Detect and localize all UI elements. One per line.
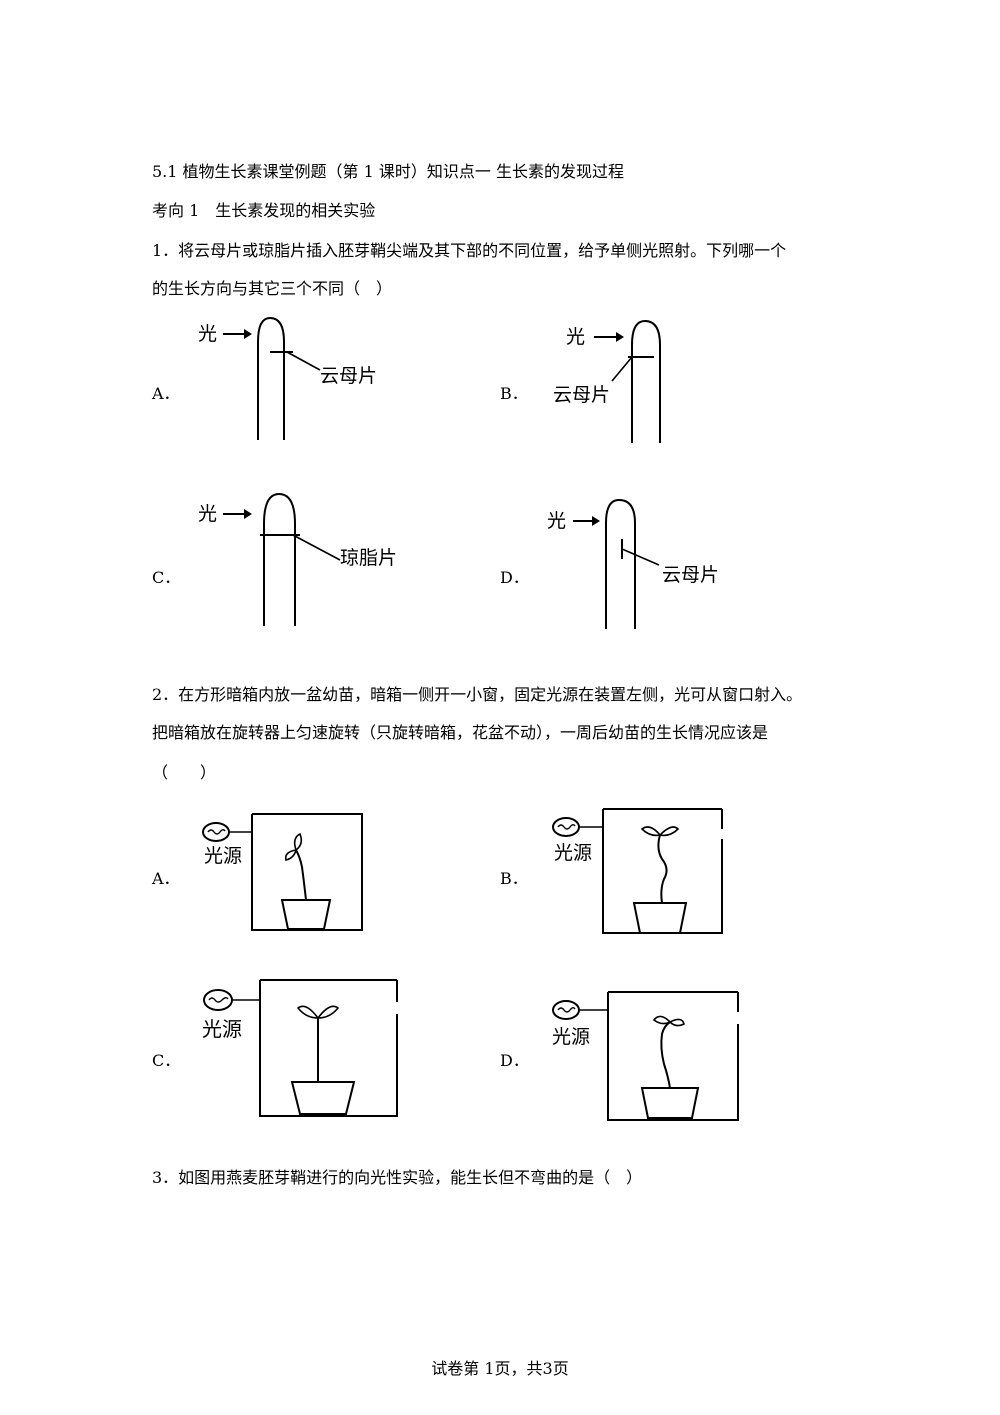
piece-label: 云母片 [553,384,610,406]
q1-stem-line1: 1．将云母片或琼脂片插入胚芽鞘尖端及其下部的不同位置，给予单侧光照射。下列哪一个 [152,241,787,260]
light-source-label: 光源 [552,1026,590,1048]
q1-option-b-figure: 光 云母片 [553,319,661,443]
seedling-leaf [652,1015,685,1027]
coleoptile-shape [263,492,296,626]
dark-box [259,979,398,1117]
q1-option-a-letter: A． [152,384,180,403]
q2-stem-line2: 把暗箱放在旋转器上匀速旋转（只旋转暗箱，花盆不动），一周后幼苗的生长情况应该是 [152,723,769,742]
light-source-label: 光源 [204,845,242,867]
dark-box [251,813,363,931]
q1-stem-line2: 的生长方向与其它三个不同（ ） [152,279,393,298]
piece-label: 云母片 [662,564,719,586]
q2-option-b-letter: B． [500,869,528,888]
piece-label: 琼脂片 [340,547,397,569]
q2-option-a-letter: A． [152,869,180,888]
seedling-leaf [640,826,680,837]
seedling-leaf [284,832,303,861]
light-source-label: 光源 [202,1017,242,1041]
light-label: 光 [198,323,217,345]
flower-pot [632,902,688,934]
q2-stem-line3: （ ） [152,763,217,782]
q1-option-c-figure: 光 琼脂片 [198,492,397,626]
q3-stem-line1: 3．如图用燕麦胚芽鞘进行的向光性实验，能生长但不弯曲的是（ ） [152,1168,643,1187]
light-source-icon [203,989,233,1011]
coleoptile-shape [257,316,285,440]
light-source-icon [552,817,580,837]
light-arrow-icon [223,329,252,339]
light-arrow-icon [223,509,252,519]
seedling-leaf [296,1005,340,1019]
flower-pot [290,1081,356,1115]
q1-option-b-letter: B． [500,384,528,403]
q1-option-d-letter: D． [500,568,529,587]
section-heading: 考向 1 生长素发现的相关实验 [152,201,376,220]
q2-option-d-figure: 光源 [552,991,739,1121]
light-label: 光 [566,326,585,348]
dark-box [602,808,723,934]
q2-option-a-figure: 光源 [202,813,363,931]
q2-option-b-figure: 光源 [552,808,723,934]
coleoptile-shape [605,498,636,629]
q2-option-c-figure: 光源 [202,979,398,1117]
light-arrow-icon [594,332,624,342]
flower-pot [280,899,332,930]
light-label: 光 [198,503,217,525]
coleoptile-shape [631,319,661,443]
light-label: 光 [547,510,566,532]
q1-option-d-figure: 光 云母片 [547,498,719,629]
light-source-label: 光源 [554,842,592,864]
q2-option-d-letter: D． [500,1051,529,1070]
piece-label: 云母片 [320,365,377,387]
flower-pot [640,1087,700,1119]
seedling-stem [660,1021,671,1089]
seedling-stem [295,849,307,901]
page-footer: 试卷第 1页，共3页 [431,1359,569,1378]
seedling-stem [657,834,668,904]
light-source-icon [552,1000,580,1020]
q2-stem-line1: 2．在方形暗箱内放一盆幼苗，暗箱一侧开一小窗，固定光源在装置左侧，光可从窗口射入… [152,685,803,704]
q1-option-c-letter: C． [152,568,181,587]
dark-box [607,991,739,1121]
q1-option-a-figure: 光 云母片 [198,316,377,440]
light-source-icon [202,822,230,842]
light-arrow-icon [573,516,600,526]
q2-option-c-letter: C． [152,1051,181,1070]
document-title: 5.1 植物生长素课堂例题（第 1 课时）知识点一 生长素的发现过程 [152,162,624,181]
